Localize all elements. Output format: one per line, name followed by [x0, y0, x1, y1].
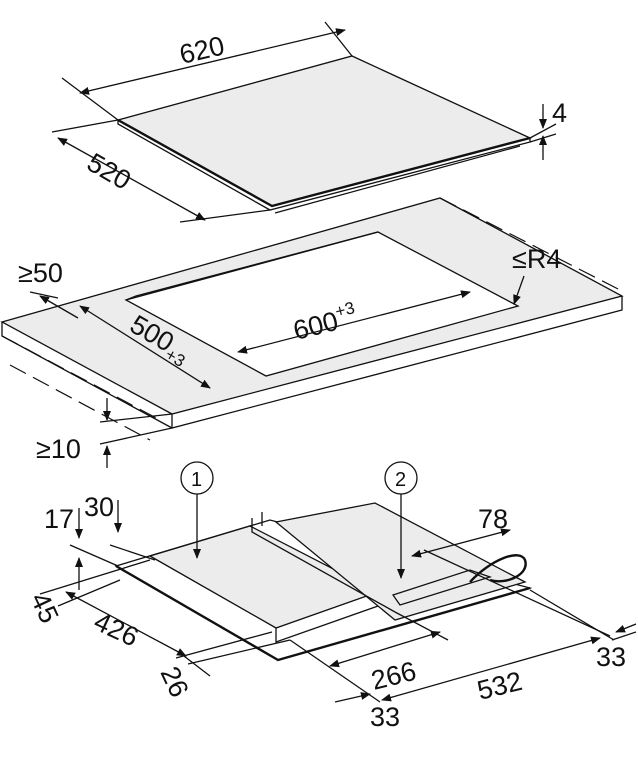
dim-33-right-label: 33 [596, 642, 626, 672]
dim-266-label: 266 [368, 656, 419, 696]
callout-2-label: 2 [395, 469, 406, 491]
dim-45-label: 45 [25, 588, 65, 628]
callout-1-label: 1 [191, 469, 202, 491]
hob-body: 1 2 30 17 45 426 26 266 33 532 [25, 461, 637, 732]
countertop: ≥50 ≤R4 600+3 500+3 ≥10 [0, 197, 624, 468]
glass-thickness-label: 4 [552, 98, 567, 128]
dim-33-front-label: 33 [370, 702, 400, 732]
corner-radius-label: ≤R4 [512, 244, 561, 274]
min-thickness-label: ≥10 [36, 434, 81, 464]
glass-depth-label: 520 [82, 147, 136, 196]
dim-26-label: 26 [155, 662, 195, 702]
dim-426-label: 426 [89, 606, 143, 652]
dim-17-label: 17 [44, 504, 74, 534]
cutout-width-tolerance: +3 [333, 298, 356, 321]
glass-panel: 620 520 4 [51, 21, 567, 223]
glass-width-label: 620 [177, 30, 228, 69]
min-edge-distance-label: ≥50 [18, 258, 63, 288]
dim-78-label: 78 [478, 504, 508, 534]
dim-30-label: 30 [84, 492, 114, 522]
